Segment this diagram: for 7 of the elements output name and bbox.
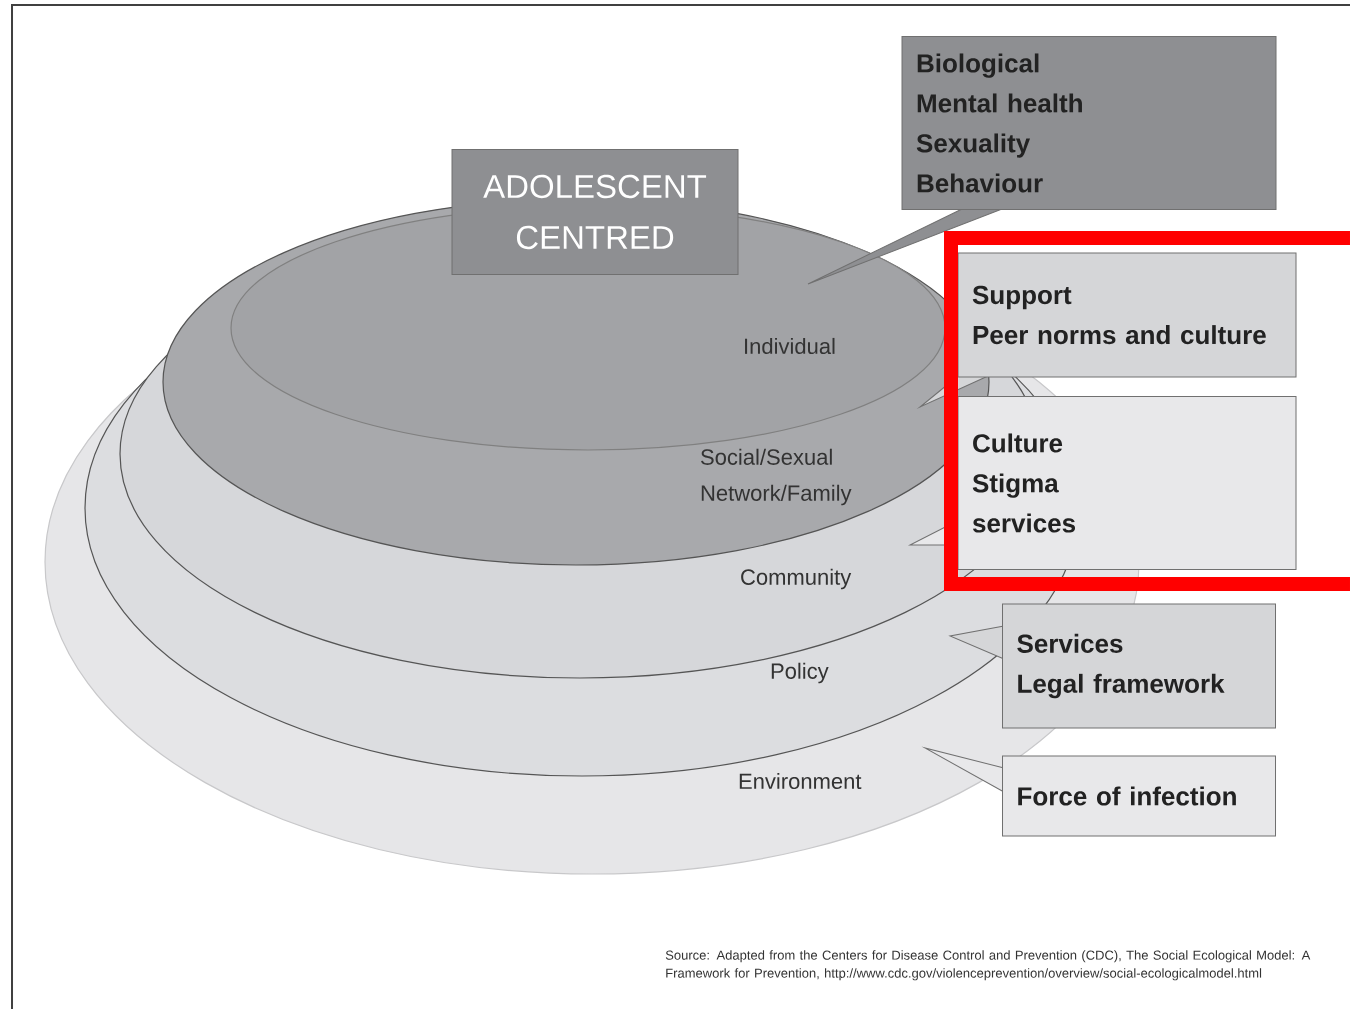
source-note: Source: Adapted from the Centers for Disease Control and Prevention (CDC), The Social Ecological Model: A Framework for Prevention, http://www.cdc.gov/violenceprevention/overview/social-ecologicalmodel.html	[665, 950, 1311, 981]
callout-box: Services Legal framework	[949, 603, 1276, 729]
callout-box: Support Peer norms and culture	[919, 252, 1297, 408]
callout-box: ADOLESCENT CENTRED	[451, 149, 739, 275]
callout-box: Biological Mental health Sexuality Behaviour	[807, 36, 1277, 285]
callout-box: Force of infection	[924, 747, 1276, 837]
callout-box: Culture Stigma services	[909, 396, 1297, 570]
